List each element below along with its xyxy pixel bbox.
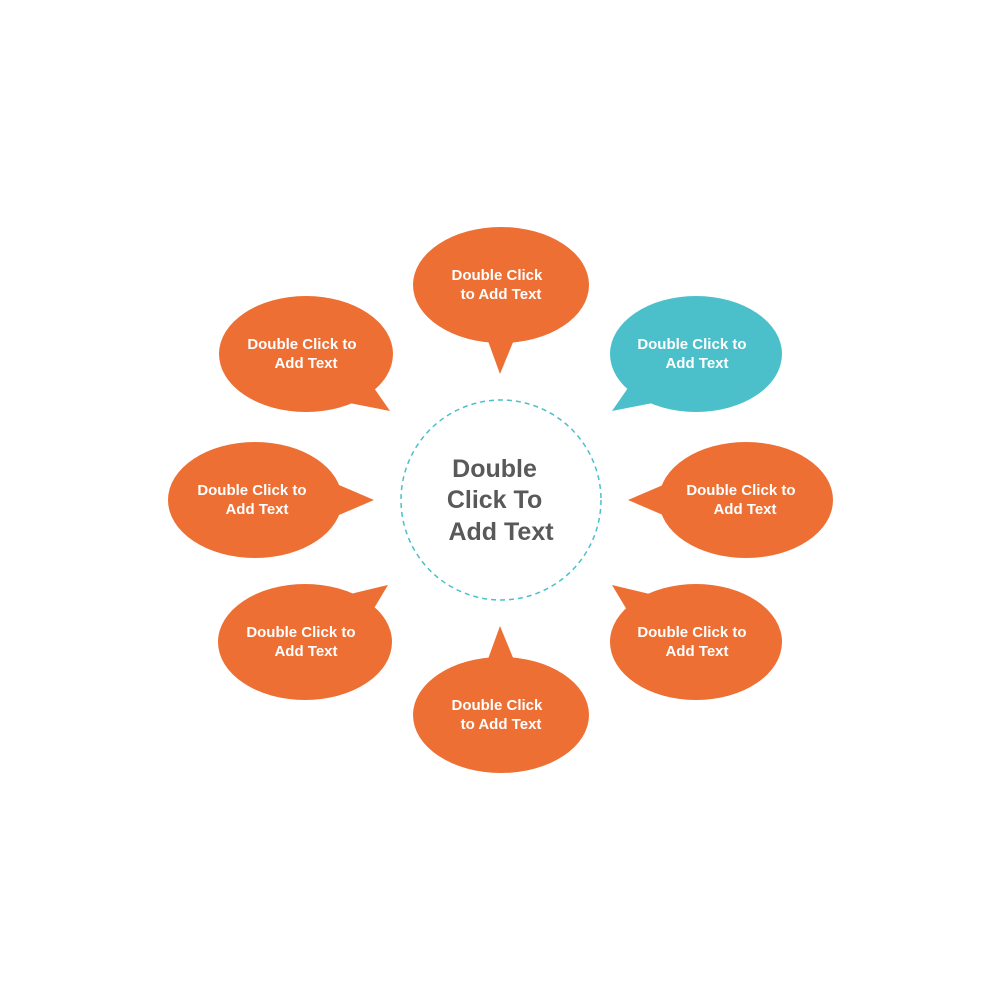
bubble-text-line: Add Text (665, 643, 728, 660)
bubble-text-line: to Add Text (461, 716, 542, 733)
bubble-text-line: to Add Text (461, 286, 542, 303)
center-circle (400, 399, 602, 601)
speech-bubble-top[interactable]: Double Click to Add Text (413, 227, 589, 374)
bubble-body (413, 657, 589, 773)
bubble-text-line: Double Click to (246, 624, 355, 641)
bubble-body (659, 442, 833, 558)
bubble-tail (484, 626, 518, 670)
bubble-text: Double Click to Add Text (197, 482, 310, 518)
speech-bubble-top-right[interactable]: Double Click to Add Text (610, 296, 782, 412)
bubble-tail (342, 585, 388, 615)
speech-bubble-left[interactable]: Double Click to Add Text (168, 442, 374, 558)
bubble-text: Double Click to Add Text (247, 336, 360, 372)
bubble-body (610, 296, 782, 412)
bubble-text-line: Add Text (713, 501, 776, 518)
speech-bubble-bottom[interactable]: Double Click to Add Text (413, 626, 589, 773)
center-text: Double Click To Add Text (447, 455, 554, 546)
bubble-text: Double Click to Add Text (637, 624, 750, 660)
center-text-line: Add Text (448, 518, 554, 546)
bubble-text-line: Add Text (225, 501, 288, 518)
bubble-text-line: Add Text (665, 355, 728, 372)
bubble-text-line: Double Click to (197, 482, 306, 499)
bubble-tail (484, 330, 518, 374)
bubble-tail (344, 385, 390, 411)
bubble-tail (628, 482, 670, 518)
bubble-text-line: Add Text (274, 643, 337, 660)
bubble-text-line: Double Click (451, 267, 543, 284)
bubble-text: Double Click to Add Text (637, 336, 750, 372)
speech-bubble-top-left[interactable]: Double Click to Add Text (219, 296, 393, 412)
bubble-body (168, 442, 342, 558)
bubble-tail (612, 585, 658, 615)
bubble-body (610, 584, 782, 700)
bubble-text: Double Click to Add Text (246, 624, 359, 660)
bubble-text-line: Double Click to (637, 624, 746, 641)
bubble-text: Double Click to Add Text (686, 482, 799, 518)
bubble-text-line: Add Text (274, 355, 337, 372)
bubble-text: Double Click to Add Text (451, 697, 546, 733)
bubble-tail (332, 482, 374, 518)
bubble-text-line: Double Click to (637, 336, 746, 353)
bubble-body (218, 584, 392, 700)
bubble-text-line: Double Click to (247, 336, 356, 353)
bubble-body (219, 296, 393, 412)
bubble-text-line: Double Click (451, 697, 543, 714)
center-text-line: Double (452, 455, 537, 483)
speech-bubble-bottom-left[interactable]: Double Click to Add Text (218, 584, 392, 700)
bubble-tail (612, 385, 658, 411)
bubble-body (413, 227, 589, 343)
center-text-line: Click To (447, 486, 542, 514)
speech-bubble-right[interactable]: Double Click to Add Text (628, 442, 833, 558)
center-node[interactable]: Double Click To Add Text (400, 399, 602, 601)
bubble-text-line: Double Click to (686, 482, 795, 499)
bubble-text: Double Click to Add Text (451, 267, 546, 303)
speech-bubble-bottom-right[interactable]: Double Click to Add Text (610, 584, 782, 700)
